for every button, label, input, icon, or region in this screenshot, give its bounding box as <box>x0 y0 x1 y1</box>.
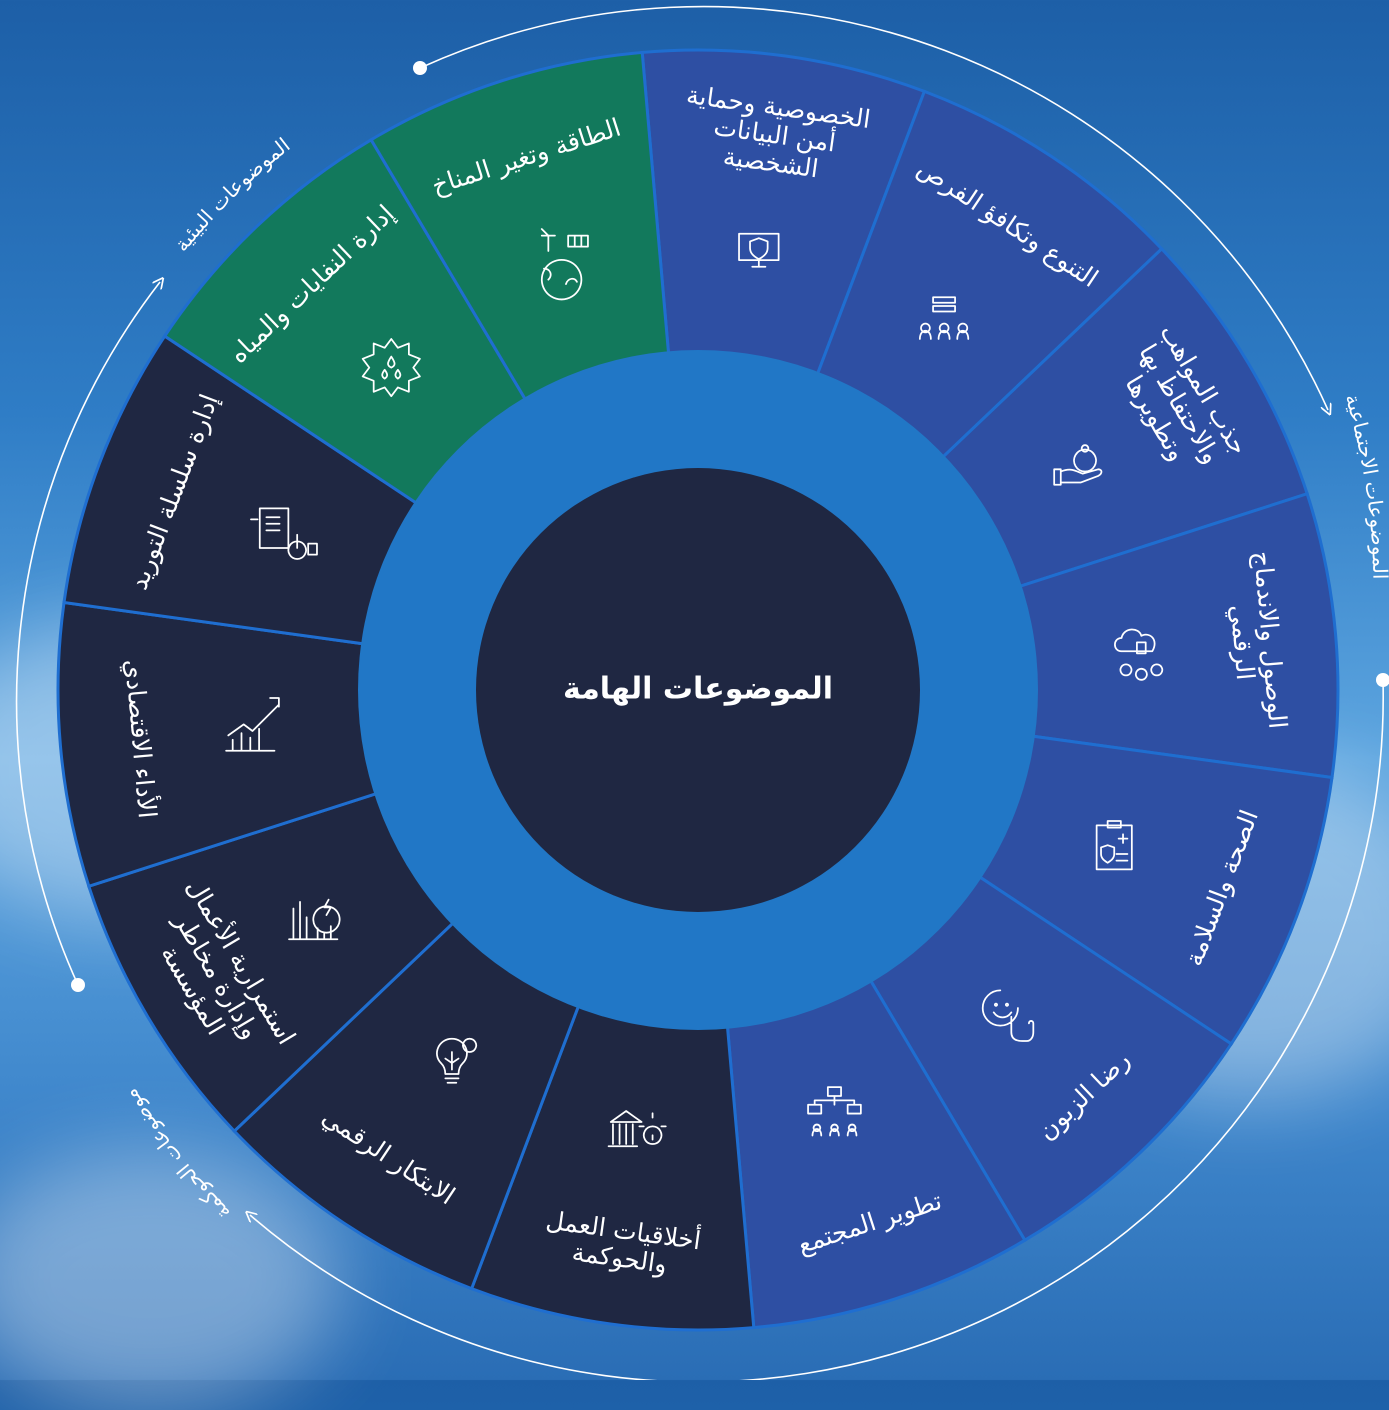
topic-segment: استمرارية الأعمالوإدارة مخاطرالمؤسسة <box>86 789 462 1134</box>
material-topics-wheel: الموضوعات البيئية الموضوعات الاجتماعية م… <box>15 5 1389 1380</box>
group-label-social: الموضوعات الاجتماعية <box>1340 391 1389 580</box>
outer-ring-arc-right <box>250 679 1384 1380</box>
energy-globe-icon <box>540 228 589 301</box>
data-security-icon <box>738 232 780 268</box>
outer-ring-arc-top <box>419 5 1328 410</box>
ring-dot-top <box>413 61 427 75</box>
topic-segment: الخصوصية وحمايةأمن البياناتالشخصية <box>640 48 927 384</box>
customer-satisfaction-icon <box>981 989 1035 1042</box>
segment-label-line: الرقمي <box>1225 603 1260 681</box>
growth-chart-icon <box>225 697 280 752</box>
governance-building-icon <box>607 1110 667 1148</box>
topic-segment: تطوير المجتمع <box>725 971 1027 1330</box>
topic-segment: رضا الزبون <box>864 870 1234 1243</box>
talent-hand-icon <box>1053 444 1103 486</box>
outer-ring <box>15 5 1389 1380</box>
ring-dot-left <box>71 978 85 992</box>
ring-dot-right <box>1376 673 1389 687</box>
team-diversity-icon <box>918 296 970 340</box>
risk-energy-chart-icon <box>288 898 341 941</box>
digital-cloud-icon <box>1114 628 1164 681</box>
supply-chain-icon <box>250 507 318 560</box>
outer-ring-arc-left <box>15 282 160 986</box>
health-clipboard-icon <box>1095 820 1133 871</box>
center-disc <box>476 468 920 912</box>
innovation-bulb-icon <box>436 1037 478 1084</box>
topic-segment: جذب المواهبوالاحتفاظ بهاوتطويرها <box>934 246 1310 591</box>
community-network-icon <box>807 1086 862 1137</box>
water-gear-icon <box>361 338 421 398</box>
center-title: الموضوعات الهامة <box>563 672 833 707</box>
topic-segment: أخلاقيات العملوالحوكمة <box>469 996 756 1332</box>
